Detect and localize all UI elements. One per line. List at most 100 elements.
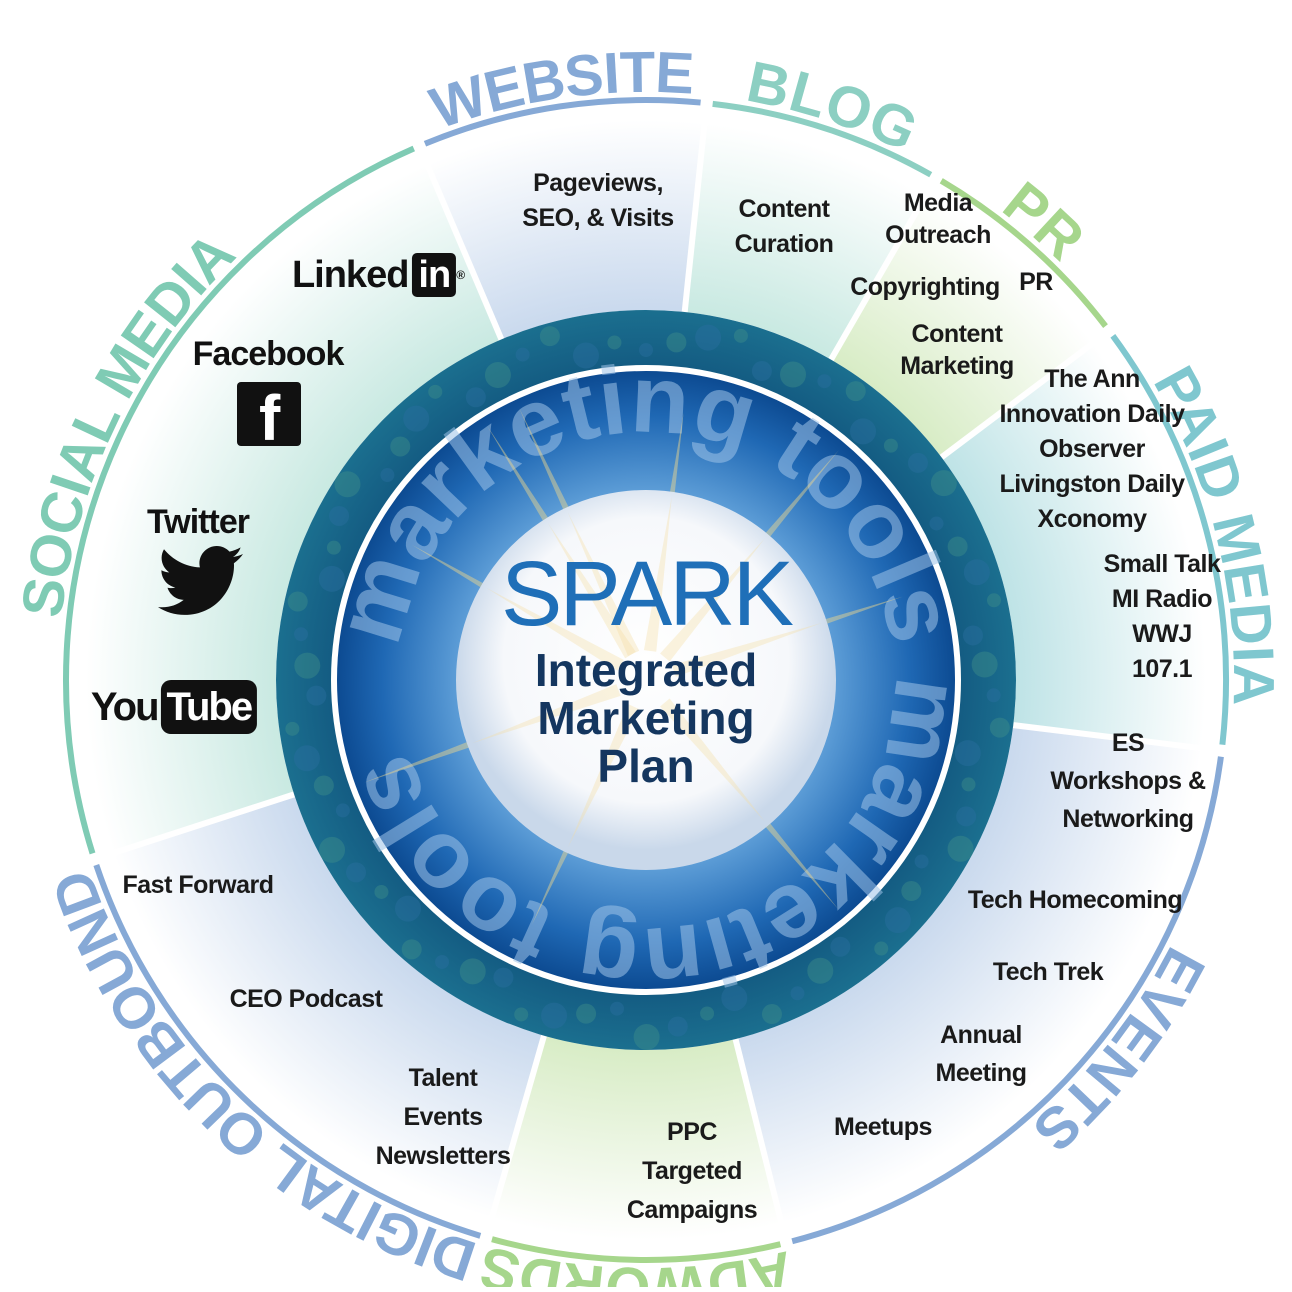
center-subtitle-line: Marketing [537,692,755,744]
twitter-bird-icon [158,546,243,615]
photo-texture-dot [929,516,944,531]
photo-texture-dot [514,1007,529,1022]
list-item: Outreach [885,221,991,249]
photo-texture-dot [294,652,321,679]
segment-arc-digital-outbound [93,864,482,1239]
list-item: 107.1 [1131,655,1193,683]
segment-blog [684,123,926,360]
photo-texture-dot [874,941,889,956]
center-subtitle-line: Plan [597,740,695,792]
photo-texture-dot [884,907,911,934]
photo-texture-dot [751,361,772,382]
photo-texture-dot [963,559,990,586]
list-item: Livingston Daily [999,470,1185,498]
center-subtitle-line: Integrated [534,644,758,696]
list-item: Innovation Daily [999,400,1185,428]
photo-texture-dot [733,328,748,343]
list-item: Events [403,1103,483,1131]
starburst-inner-ray [567,703,640,848]
photo-texture-dot [607,335,622,350]
segment-digital-outbound [113,794,545,1219]
photo-texture-dot [318,565,345,592]
photo-texture-dot [306,685,327,706]
digital-outbound-fast-forward: Fast Forward [122,871,274,899]
photo-texture-dot [850,418,877,445]
segment-arc-adwords [491,1236,782,1264]
photo-texture-dot [883,438,898,453]
list-item: ES [1111,729,1145,757]
photo-texture-dot [515,347,530,362]
starburst-inner-ray [547,523,636,659]
photo-texture-dot [403,405,430,432]
center-subtitle: Integrated Marketing Plan [535,646,757,790]
list-item: PPC [667,1118,717,1146]
pr-pr: PR [1019,268,1053,296]
segment-arc-social-media [63,145,416,855]
photo-texture-dot [484,362,511,389]
photo-texture-dot [956,806,977,827]
segment-divider [414,139,505,341]
segment-arc-events [791,756,1224,1245]
photo-texture-dot [374,884,389,899]
photo-texture-dot [989,717,1010,738]
photo-texture-dot [346,862,367,883]
segment-divider [939,324,1116,460]
segment-arc-paid-media [1110,334,1229,745]
digital-outbound-ceo-podcast: CEO Podcast [229,985,383,1013]
paid-media-publications: The Ann Innovation Daily Observer Living… [999,362,1185,537]
photo-texture-dot [914,854,929,869]
photo-texture-dot [335,803,350,818]
photo-texture-dot [334,471,361,498]
linkedin-in-box: in [412,253,457,297]
list-item: WWJ [1132,620,1192,648]
photo-texture-dot [285,721,300,736]
segment-divider [828,171,942,362]
photo-texture-dot [947,835,974,862]
segment-paid-media [941,342,1206,749]
photo-texture-dot [986,593,1001,608]
events-es-workshops: ES Workshops & Networking [1050,724,1206,838]
facebook-label: Facebook [192,335,345,373]
list-item: The Ann [1044,365,1140,393]
center-core [456,490,836,870]
photo-texture-dot [294,627,309,642]
list-item: Marketing [900,352,1014,380]
list-item: Campaigns [626,1196,758,1224]
pr-copyrighting: Copyrighting [850,273,1000,301]
photo-texture-dot [817,374,832,389]
events-tech-homecoming: Tech Homecoming [967,886,1183,914]
events-meetups: Meetups [834,1113,932,1141]
starburst-inner-ray [671,622,822,677]
list-item: Targeted [642,1157,742,1185]
photo-texture-dot [930,470,957,497]
photo-texture-dot [807,957,834,984]
photo-texture-dot [287,591,308,612]
photo-texture-dot [428,384,443,399]
photo-texture-dot [401,939,422,960]
photo-texture-dot [971,651,998,678]
photo-texture-dot [947,536,968,557]
list-item: Pageviews, [533,169,663,197]
photo-texture-dot [986,688,1001,703]
photo-texture-dot [390,436,411,457]
photo-texture-dot [319,836,346,863]
linkedin-wordmark: Linked [291,254,409,296]
photo-texture-dot [845,381,866,402]
segment-divider [481,1034,547,1245]
events-annual-meeting: Annual Meeting [936,1016,1027,1092]
starburst-inner-ray [660,698,765,822]
website-items: Pageviews, SEO, & Visits [522,166,674,236]
starburst-inner-ray [643,496,672,652]
segment-divider [732,1038,791,1250]
photo-texture-dot [907,452,928,473]
twitter-label: Twitter [147,503,250,541]
photo-texture-dot [667,1016,688,1037]
photo-texture-dot [761,1004,782,1025]
pr-content-marketing: Content Marketing [900,318,1014,382]
starburst-inner-ray [567,512,640,657]
segment-adwords [491,1035,782,1240]
photo-texture-dot [465,387,486,408]
list-item: Curation [734,230,834,258]
photo-texture-dot [572,342,599,369]
